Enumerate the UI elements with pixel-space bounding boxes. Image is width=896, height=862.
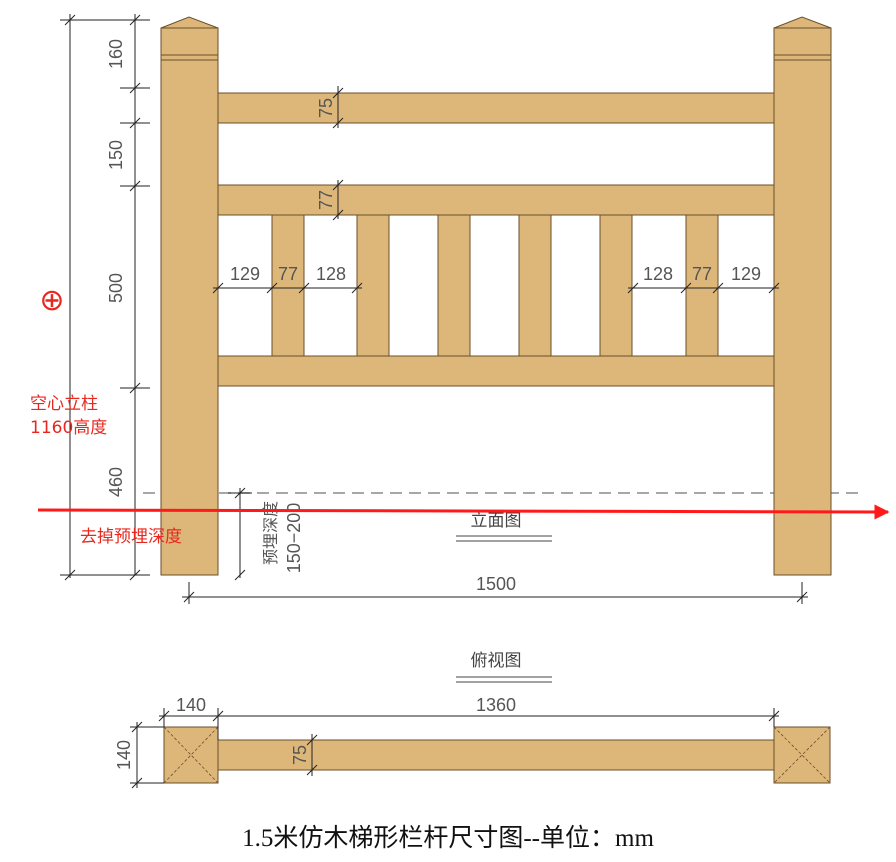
plan-post-left	[163, 726, 219, 784]
embed-label: 预埋深度	[261, 501, 280, 565]
dim-rail-77: 77	[316, 190, 336, 210]
plan-span: 1360	[476, 695, 516, 715]
gap-right-1: 128	[643, 264, 673, 284]
plan-top-dims	[158, 708, 780, 740]
dim-500: 500	[106, 273, 126, 303]
drawing-caption: 1.5米仿木梯形栏杆尺寸图--单位：mm	[242, 824, 654, 852]
plan-title: 俯视图	[471, 651, 522, 671]
scribble-mark: ⊕	[39, 283, 64, 318]
middle-rail	[217, 184, 775, 216]
bottom-rail	[217, 355, 775, 387]
overall-height-line	[60, 14, 130, 581]
dim-width-1500: 1500	[476, 574, 516, 594]
dim-150: 150	[106, 140, 126, 170]
plan-post-right	[773, 726, 831, 784]
plan-post-depth: 140	[114, 740, 134, 770]
embed-range: 150−200	[284, 503, 304, 574]
rail-height-dims	[332, 86, 344, 221]
gap-right-2: 77	[692, 264, 712, 284]
plan-post-size: 140	[176, 695, 206, 715]
balusters	[271, 214, 719, 357]
baluster	[356, 214, 390, 357]
gap-left-2: 77	[278, 264, 298, 284]
gap-dims-right	[627, 282, 780, 294]
top-rail	[217, 92, 775, 124]
embed-depth-dim	[228, 487, 252, 581]
elevation-view: 160 150 500 460 75 77 129 77 128	[60, 14, 862, 604]
dim-460: 460	[106, 467, 126, 497]
plan-rail	[217, 739, 775, 771]
baluster	[599, 214, 633, 357]
gap-left-3: 128	[316, 264, 346, 284]
plan-left-dim	[130, 721, 164, 789]
plan-view: 俯视图 140 1360	[114, 651, 831, 789]
gap-left-1: 129	[230, 264, 260, 284]
gap-right-3: 129	[731, 264, 761, 284]
hollow-post-line1: 空心立柱	[30, 394, 98, 414]
plan-rail-width-dim	[306, 734, 318, 776]
red-annotations: ⊕ 空心立柱 1160高度 去掉预埋深度	[30, 283, 890, 547]
plan-rail-width: 75	[290, 745, 310, 765]
overall-width-dim	[182, 582, 808, 604]
remove-embed-label: 去掉预埋深度	[80, 527, 182, 547]
red-arrow	[37, 504, 890, 520]
right-post	[773, 16, 832, 576]
gap-dims-left	[212, 282, 363, 294]
vertical-dimension-chain	[120, 14, 150, 581]
baluster	[271, 214, 305, 357]
baluster	[437, 214, 471, 357]
baluster	[685, 214, 719, 357]
dim-160: 160	[106, 39, 126, 69]
hollow-post-line2: 1160高度	[30, 418, 107, 438]
baluster	[518, 214, 552, 357]
dim-rail-75: 75	[316, 98, 336, 118]
elevation-title: 立面图	[471, 511, 522, 531]
left-post	[160, 16, 219, 576]
